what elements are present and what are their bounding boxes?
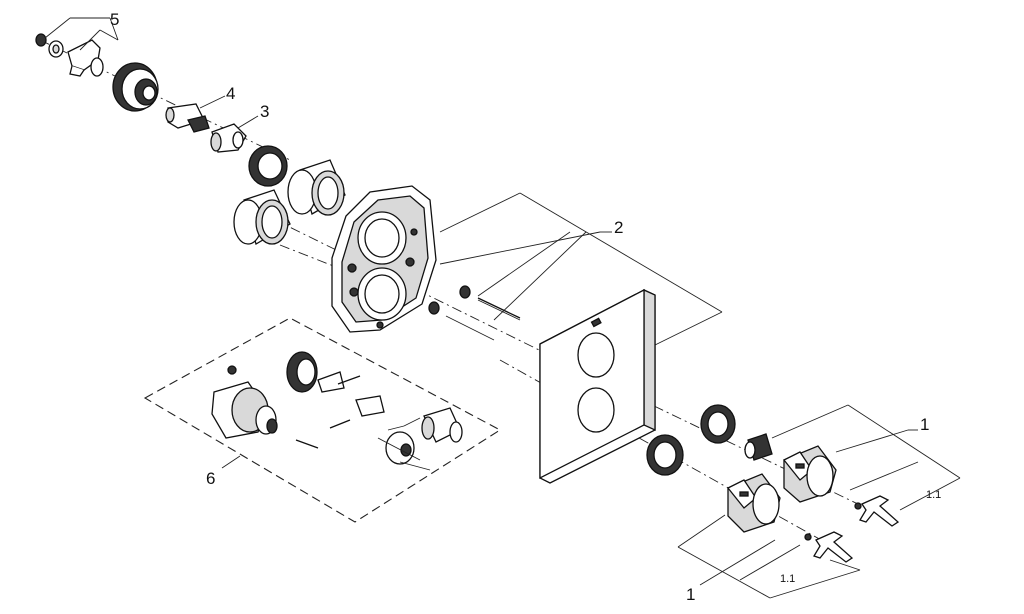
screw-lower (428, 301, 495, 341)
callout-1-upper: 1 (920, 415, 929, 434)
part-5-group (35, 33, 159, 112)
callout-2-leaders (439, 192, 723, 346)
sleeve-lower (233, 189, 291, 245)
cover-plate (539, 288, 656, 484)
callout-5-leaders (44, 17, 119, 51)
callout-4: 4 (226, 84, 235, 103)
rosette-lower (646, 434, 684, 476)
callout-1-lower: 1 (686, 585, 695, 604)
part-6-group (143, 317, 502, 523)
mounting-frame (331, 185, 437, 333)
threaded-ring (248, 145, 288, 187)
handle-lower (726, 473, 781, 533)
callout-2: 2 (614, 218, 623, 237)
cross-handle-upper (854, 495, 900, 527)
callout-1-lower-leaders (677, 514, 861, 599)
callout-1-1-upper: 1.1 (926, 489, 941, 501)
adapter-nut (744, 433, 773, 461)
callout-1-upper-leaders (771, 404, 961, 511)
callout-6-leader (221, 455, 241, 469)
callout-6: 6 (206, 469, 215, 488)
part-3 (210, 123, 247, 153)
callout-4-leader (199, 95, 226, 109)
callout-5: 5 (110, 10, 119, 29)
part-4 (165, 103, 210, 133)
cross-handle-lower (804, 531, 854, 563)
rosette-upper (700, 404, 736, 444)
assembly-axes (39, 39, 861, 546)
callout-3-leader (237, 115, 259, 129)
callout-3: 3 (260, 102, 269, 121)
sleeve-upper (287, 159, 346, 216)
screw-upper (459, 285, 521, 321)
handle-upper (782, 445, 837, 503)
callout-1-1-lower: 1.1 (780, 573, 795, 585)
